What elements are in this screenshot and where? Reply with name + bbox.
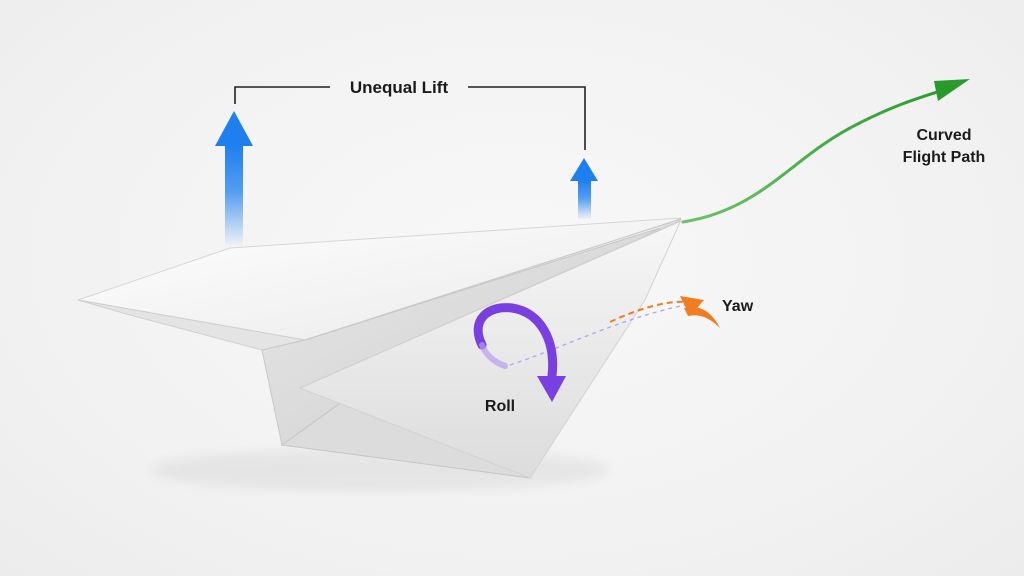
roll-indicator: Roll	[473, 303, 566, 415]
unequal-lift-bracket: Unequal Lift	[234, 78, 586, 150]
yaw-label: Yaw	[722, 298, 754, 315]
up-arrow-icon	[215, 111, 253, 247]
curved-flight-path-label-line2: Flight Path	[903, 149, 986, 166]
curved-flight-path-label-line1: Curved	[916, 127, 971, 144]
curved-arrow-icon	[537, 376, 566, 402]
yaw-path-line	[609, 300, 691, 323]
up-arrow-icon	[570, 158, 598, 220]
yaw-indicator: Yaw	[509, 296, 754, 366]
paper-airplane	[77, 217, 682, 479]
right-wing	[298, 219, 682, 479]
roll-arc	[473, 303, 558, 381]
flight-path-line	[681, 86, 952, 224]
arrow-head-icon	[934, 79, 970, 101]
bracket-right-line	[468, 86, 586, 150]
unequal-lift-label: Unequal Lift	[350, 78, 449, 97]
curved-flight-path: Curved Flight Path	[681, 79, 986, 224]
roll-label: Roll	[485, 398, 515, 415]
bracket-left-line	[234, 86, 330, 104]
